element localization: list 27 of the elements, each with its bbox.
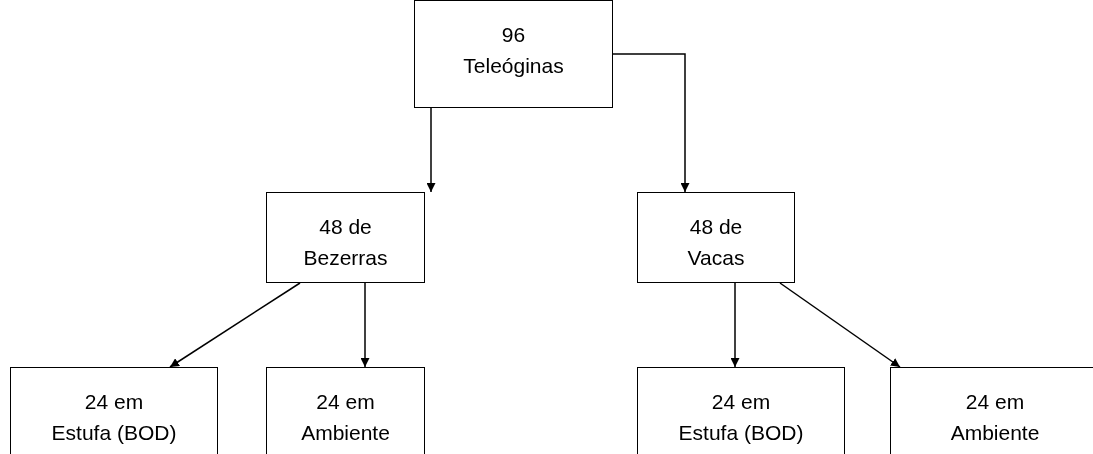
process-box — [890, 367, 1093, 454]
box-label: 24 em — [711, 389, 771, 415]
box-label: 48 de — [689, 214, 743, 240]
box-label: Ambiente — [301, 420, 390, 446]
process-box — [266, 192, 425, 283]
arrow — [730, 282, 740, 368]
process-box — [637, 192, 795, 283]
arrow — [360, 282, 370, 368]
box-label: 48 de — [319, 214, 372, 240]
process-box — [414, 0, 613, 108]
box-label: Estufa (BOD) — [678, 420, 804, 446]
arrow — [169, 282, 301, 368]
arrow — [779, 282, 901, 368]
box-label: Vacas — [687, 245, 745, 271]
process-box — [10, 367, 218, 454]
process-box — [637, 367, 845, 454]
arrow — [426, 107, 436, 193]
box-label: Ambiente — [950, 420, 1040, 446]
process-box — [266, 367, 425, 454]
box-label: Estufa (BOD) — [51, 420, 177, 446]
box-label: 24 em — [84, 389, 144, 415]
box-label: 24 em — [965, 389, 1025, 415]
box-label: 96 — [501, 22, 526, 48]
arrow — [612, 53, 690, 193]
box-label: 24 em — [316, 389, 375, 415]
box-label: Teleóginas — [463, 53, 564, 79]
box-label: Bezerras — [303, 245, 388, 271]
